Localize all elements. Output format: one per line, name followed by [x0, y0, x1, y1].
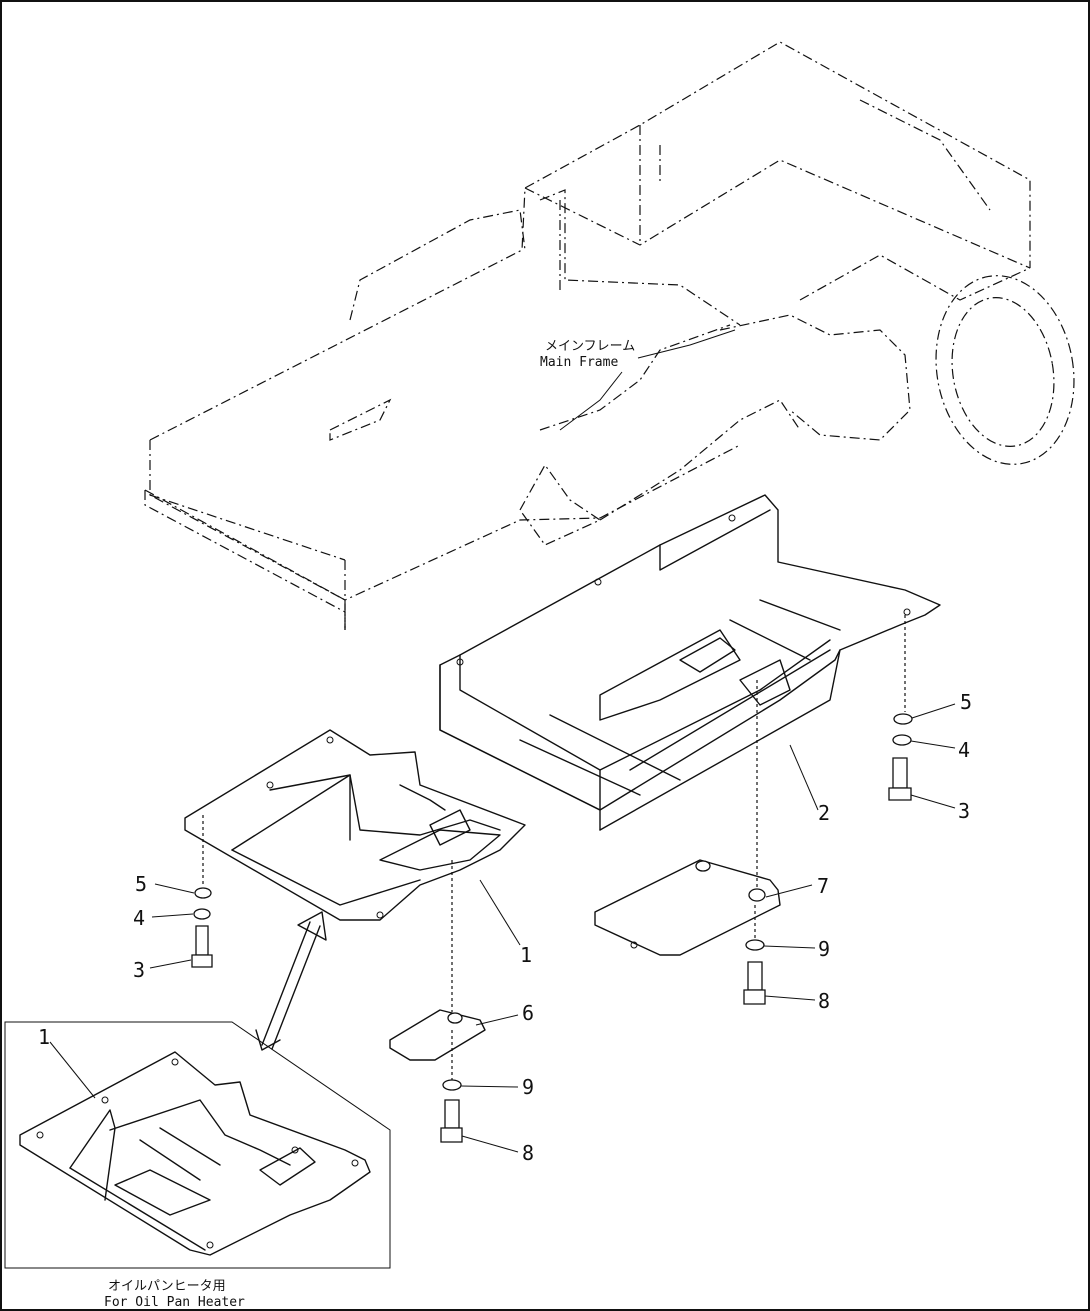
callout-8-right: 8 [818, 989, 830, 1013]
main-frame-label-en: Main Frame [540, 355, 618, 370]
part-7-cover [594, 859, 781, 956]
hardware-right-stack [888, 615, 913, 801]
hardware-left-stack [191, 815, 213, 968]
inset-oil-pan-heater [4, 1021, 391, 1269]
callout-5-right: 5 [960, 690, 972, 714]
callout-3-right: 3 [958, 799, 970, 823]
callout-1-inset: 1 [38, 1025, 50, 1049]
double-arrow [255, 911, 327, 1051]
callout-4-right: 4 [958, 738, 970, 762]
part-2-large-guard [439, 494, 941, 831]
callout-9-right: 9 [818, 937, 830, 961]
callout-8-left: 8 [522, 1141, 534, 1165]
hardware-mid-right-stack [743, 680, 766, 1005]
callout-4-left: 4 [133, 906, 145, 930]
hardware-mid-left-stack [440, 860, 463, 1143]
main-frame-leader [559, 329, 736, 431]
callout-3-left: 3 [133, 958, 145, 982]
callout-6: 6 [522, 1001, 534, 1025]
callout-9-left: 9 [522, 1075, 534, 1099]
main-frame-label-jp: メインフレーム [545, 339, 635, 354]
callout-5-left: 5 [135, 872, 147, 896]
inset-caption-jp: オイルパンヒータ用 [108, 1279, 226, 1294]
callout-2: 2 [818, 801, 830, 825]
part-6-cover [389, 1009, 486, 1061]
callout-1: 1 [520, 943, 532, 967]
main-frame-outline [144, 41, 1075, 630]
part-1-small-guard [184, 729, 526, 921]
inset-caption-en: For Oil Pan Heater [104, 1295, 245, 1310]
leader-lines [49, 703, 956, 1153]
callout-7: 7 [817, 874, 829, 898]
